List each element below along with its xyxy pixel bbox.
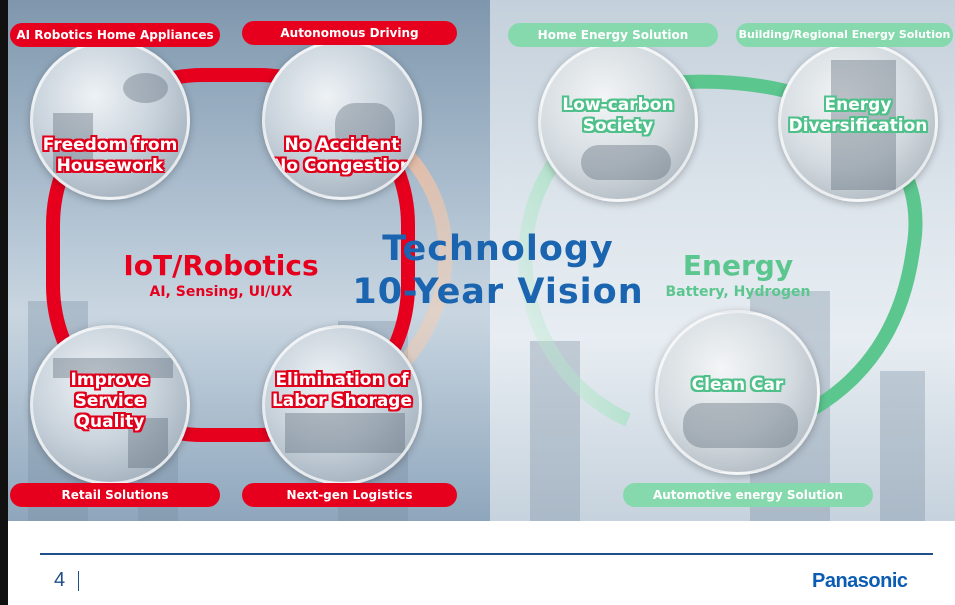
energy-subtitle: Battery, Hydrogen (665, 284, 811, 300)
circle-no-accident: No Accident No Congestion (262, 40, 422, 200)
energy-ring (616, 74, 923, 447)
circle-label-line: Quality (75, 412, 145, 432)
pill-retail-solutions: Retail Solutions (10, 483, 220, 507)
circle-label-line: Housework (56, 156, 164, 176)
page-number-separator (78, 571, 79, 591)
circle-label-line: Elimination of (275, 370, 409, 390)
left-border (0, 0, 8, 605)
circle-label-line: Energy (824, 95, 892, 115)
iot-heading: IoT/Robotics AI, Sensing, UI/UX (116, 249, 326, 301)
circle-label-line: Labor Shorage (271, 391, 413, 411)
circle-label-line: No Congestion (272, 156, 412, 176)
circle-freedom-from-housework: Freedom from Housework (30, 40, 190, 200)
vision-title-line2: 10-Year Vision (352, 272, 644, 312)
vision-title-line1: Technology (382, 229, 614, 269)
page-number: 4 (54, 569, 66, 591)
circle-low-carbon-society: Low-carbon Society (538, 42, 698, 202)
panasonic-logo: Panasonic (812, 570, 908, 592)
pill-next-gen-logistics: Next-gen Logistics (242, 483, 457, 507)
footer-divider (40, 553, 933, 555)
circle-label-line: Freedom from (42, 135, 178, 155)
circle-label-line: Improve Service (70, 370, 150, 411)
iot-ring (46, 68, 415, 442)
circle-label-line: Society (582, 116, 654, 136)
energy-title: Energy (682, 249, 794, 282)
iot-subtitle: AI, Sensing, UI/UX (149, 284, 293, 300)
circle-label-line: Diversification (788, 116, 928, 136)
vision-graphic: Freedom from Housework No Accident No Co… (8, 0, 955, 521)
circle-label-line: No Accident (284, 135, 400, 155)
vision-title: Technology 10-Year Vision (348, 228, 648, 314)
circle-clean-car: Clean Car (655, 310, 820, 475)
pill-autonomous-driving: Autonomous Driving (242, 21, 457, 45)
iot-title: IoT/Robotics (123, 249, 319, 282)
pill-ai-robotics-home-appliances: AI Robotics Home Appliances (10, 23, 220, 47)
pill-building-regional-energy-solution: Building/Regional Energy Solution (736, 23, 953, 47)
circle-label-line: Low-carbon (562, 95, 674, 115)
circle-improve-service-quality: Improve Service Quality (30, 325, 190, 485)
energy-heading: Energy Battery, Hydrogen (648, 249, 828, 301)
pill-automotive-energy-solution: Automotive energy Solution (623, 483, 873, 507)
circle-elimination-of-labor-shortage: Elimination of Labor Shorage (262, 325, 422, 485)
pill-home-energy-solution: Home Energy Solution (508, 23, 718, 47)
circle-label-line: Clean Car (691, 375, 784, 395)
circle-energy-diversification: Energy Diversification (778, 42, 938, 202)
